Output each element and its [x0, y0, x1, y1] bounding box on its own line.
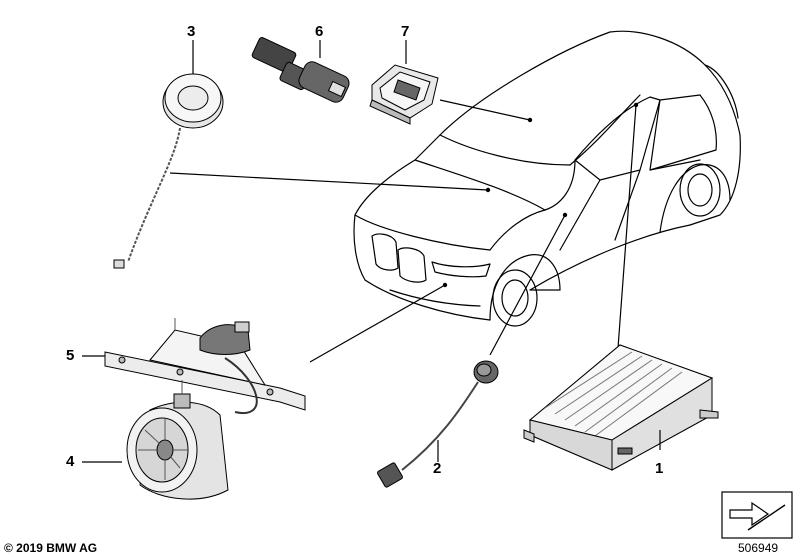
callout-7: 7: [401, 23, 410, 40]
part-6-connector: [251, 37, 350, 103]
callout-6: 6: [315, 23, 324, 40]
part-2-tweeter: [377, 360, 499, 488]
leader-dots: [442, 102, 639, 288]
vehicle-outline: [353, 30, 741, 327]
part-4-horn: [126, 380, 229, 500]
part-7-module: [369, 64, 439, 125]
leader-lines: [169, 99, 637, 363]
part-1-amplifier: [523, 344, 719, 471]
callout-3: 3: [187, 23, 196, 40]
callout-1: 1: [655, 460, 664, 477]
direction-arrow-icon: [721, 491, 793, 539]
part-5-bracket: [104, 318, 306, 415]
callout-4: 4: [66, 453, 75, 470]
diagram-number: 506949: [738, 541, 779, 555]
copyright-text: © 2019 BMW AG: [4, 541, 98, 555]
part-3-speaker: [113, 73, 224, 269]
callout-2: 2: [433, 460, 442, 477]
callout-5: 5: [66, 347, 75, 364]
